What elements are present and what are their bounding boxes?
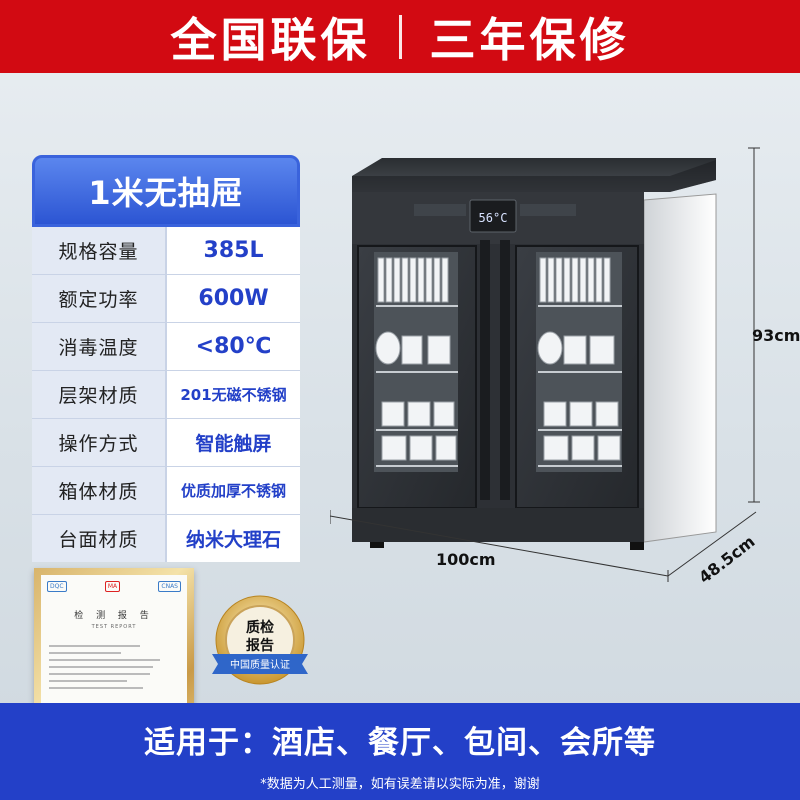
spec-table: 1米无抽屉 规格容量 385L 额定功率 600W 消毒温度 <80℃ 层架材质… (32, 155, 300, 562)
dimension-height: 93cm (752, 326, 800, 345)
spec-label: 箱体材质 (32, 467, 167, 514)
spec-value: 385L (167, 227, 300, 274)
spec-row-capacity: 规格容量 385L (32, 227, 300, 275)
certificate-title: 检 测 报 告 (74, 611, 154, 621)
dqc-logo: DQC (47, 581, 67, 592)
spec-value: <80℃ (167, 323, 300, 370)
spec-row-temperature: 消毒温度 <80℃ (32, 323, 300, 371)
spec-row-top-material: 台面材质 纳米大理石 (32, 515, 300, 562)
dimension-width: 100cm (436, 550, 496, 569)
spec-row-power: 额定功率 600W (32, 275, 300, 323)
spec-label: 台面材质 (32, 515, 167, 562)
top-banner: 全国联保 三年保修 (0, 0, 800, 73)
measurement-footnote: *数据为人工测量，如有误差请以实际为准，谢谢 (0, 775, 800, 800)
spec-label: 额定功率 (32, 275, 167, 322)
suitable-for-text: 适用于：酒店、餐厅、包间、会所等 (144, 724, 656, 761)
certificate-subtitle: TEST REPORT (91, 624, 137, 630)
warranty-three-year: 三年保修 (429, 12, 630, 67)
ma-logo: MA (104, 581, 121, 592)
warranty-national: 全国联保 (170, 12, 371, 67)
spec-value: 智能触屏 (167, 419, 300, 466)
badge-line2: 报告 (246, 637, 274, 654)
spec-label: 消毒温度 (32, 323, 167, 370)
spec-value: 201无磁不锈钢 (167, 371, 300, 418)
bottom-banner: 适用于：酒店、餐厅、包间、会所等 (0, 703, 800, 775)
certificate-text-lines (41, 630, 187, 689)
spec-value: 优质加厚不锈钢 (167, 467, 300, 514)
spec-row-operation: 操作方式 智能触屏 (32, 419, 300, 467)
spec-header: 1米无抽屉 (32, 155, 300, 227)
spec-label: 操作方式 (32, 419, 167, 466)
cnas-logo: CNAS (158, 581, 181, 592)
spec-value: 600W (167, 275, 300, 322)
cabinet-illustration: 56°C (329, 140, 800, 600)
quality-report-badge: 质检 报告 中国质量认证 (208, 592, 312, 696)
spec-row-body-material: 箱体材质 优质加厚不锈钢 (32, 467, 300, 515)
badge-line1: 质检 (246, 619, 274, 636)
spec-label: 规格容量 (32, 227, 167, 274)
spec-value: 纳米大理石 (167, 515, 300, 562)
spec-header-title: 1米无抽屉 (88, 174, 244, 212)
spec-label: 层架材质 (32, 371, 167, 418)
badge-ribbon: 中国质量认证 (230, 658, 290, 671)
cabinet-screen: 56°C (479, 211, 508, 225)
badge-rosette-icon: 质检 报告 中国质量认证 (212, 595, 308, 685)
certificate-logos: DQC MA CNAS (41, 575, 187, 592)
cabinet-drawing: 56°C (329, 147, 760, 582)
banner-divider (398, 14, 402, 59)
spec-row-shelf-material: 层架材质 201无磁不锈钢 (32, 371, 300, 419)
